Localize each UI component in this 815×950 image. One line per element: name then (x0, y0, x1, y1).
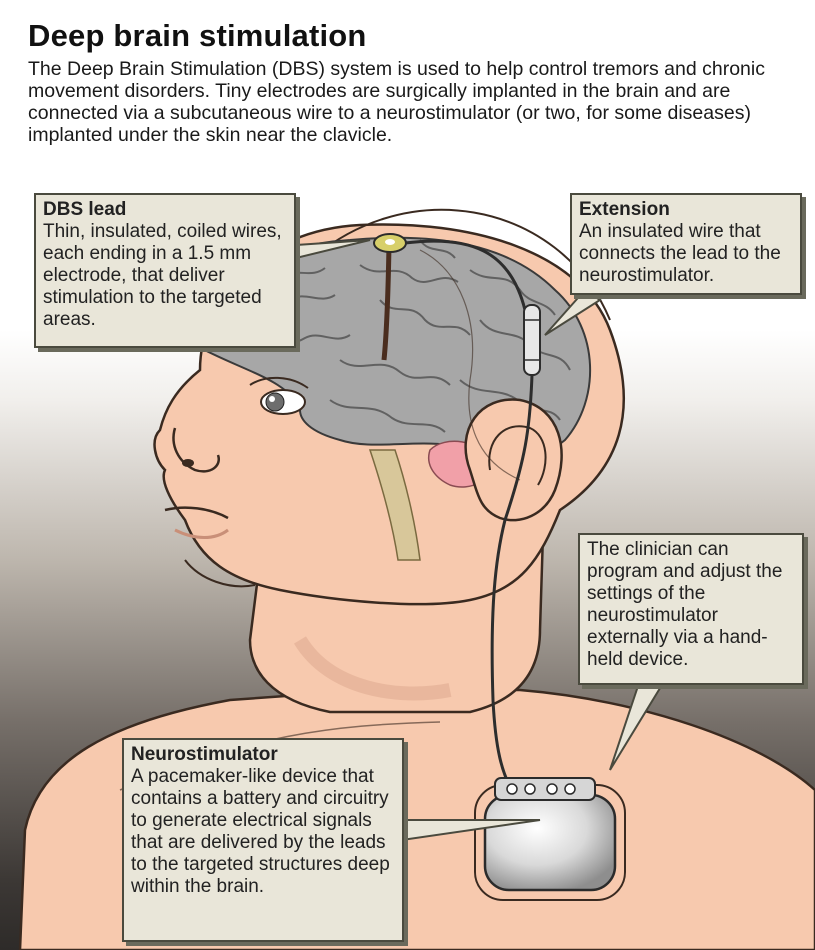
callout-dbs-lead: DBS lead Thin, insulated, coiled wires, … (34, 193, 296, 348)
callout-neurostimulator-heading: Neurostimulator (131, 744, 395, 766)
callout-neurostimulator: Neurostimulator A pacemaker-like device … (122, 738, 404, 942)
intro-paragraph: The Deep Brain Stimulation (DBS) system … (28, 58, 808, 146)
callout-clinician-text: The clinician can program and adjust the… (587, 539, 795, 671)
callout-extension: Extension An insulated wire that connect… (570, 193, 802, 295)
neurostimulator-device (475, 778, 625, 900)
callout-dbs-lead-heading: DBS lead (43, 199, 287, 221)
extension-connector (524, 305, 540, 375)
callout-dbs-lead-text: Thin, insulated, coiled wires, each endi… (43, 221, 287, 331)
callout-neurostimulator-text: A pacemaker-like device that contains a … (131, 766, 395, 898)
callout-clinician: The clinician can program and adjust the… (578, 533, 804, 685)
callout-extension-heading: Extension (579, 199, 793, 221)
page-title: Deep brain stimulation (28, 18, 367, 54)
callout-extension-text: An insulated wire that connects the lead… (579, 221, 793, 287)
